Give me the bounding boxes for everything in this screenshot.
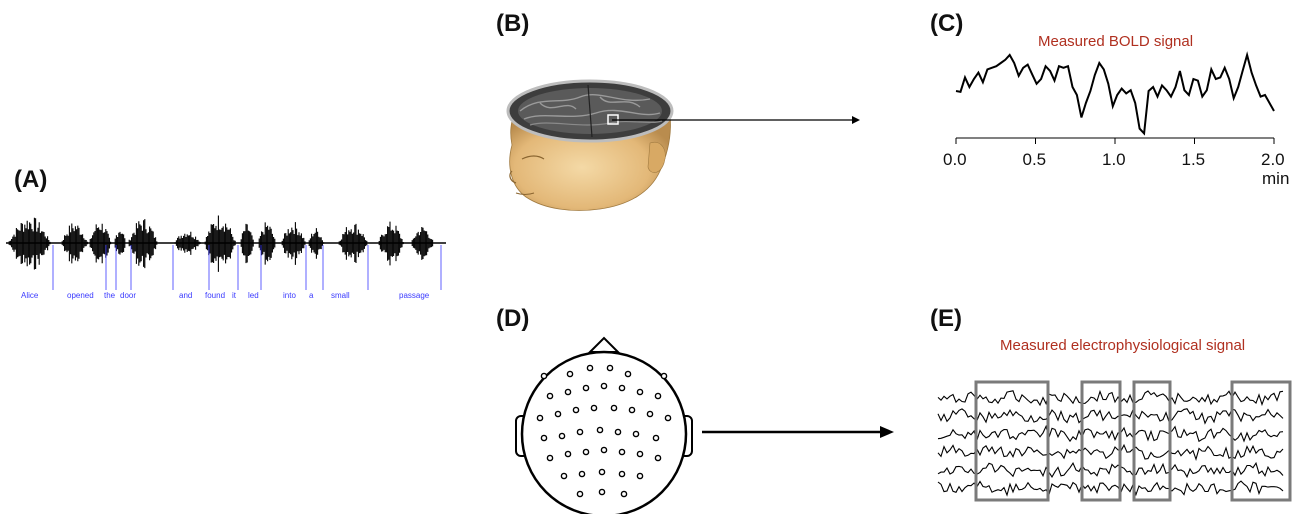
electrode-37 (636, 472, 644, 480)
electrode-grid (536, 364, 672, 498)
eeg-channel-0 (937, 389, 1284, 407)
waveform-burst-path (8, 215, 435, 272)
bold-tick-label-1: 0.5 (1022, 150, 1047, 169)
panel-label-c: (C) (930, 10, 964, 37)
word-label-door: door (120, 291, 137, 300)
word-label-a: a (309, 291, 314, 300)
electrode-30 (618, 448, 626, 456)
electrode-0 (566, 370, 574, 378)
electrode-15 (610, 404, 618, 412)
electrode-5 (564, 388, 572, 396)
eeg-channel-1 (937, 408, 1284, 425)
electrode-19 (540, 434, 548, 442)
electrode-36 (618, 470, 626, 478)
eye-shape (521, 155, 545, 160)
word-label-small: small (331, 291, 350, 300)
electrode-28 (582, 448, 590, 456)
mri-to-bold-arrow (612, 116, 860, 124)
eeg-arrow (702, 426, 894, 438)
electrode-8 (618, 384, 626, 392)
word-label-the: the (104, 291, 116, 300)
electrode-29 (600, 446, 608, 454)
panel-label-d: (D) (496, 305, 530, 332)
electrode-16 (628, 406, 636, 414)
word-label-opened: opened (67, 291, 94, 300)
electrode-20 (558, 432, 566, 440)
bold-tick-label-3: 1.5 (1181, 150, 1206, 169)
electrode-6 (582, 384, 590, 392)
eeg-window-1 (974, 380, 1050, 502)
word-label-into: into (283, 291, 296, 300)
panel-label-b: (B) (496, 10, 530, 37)
bold-tick-label-4: 2.0 (1261, 150, 1285, 169)
eeg-window-3 (1132, 380, 1172, 502)
panel-label-e: (E) (930, 305, 962, 332)
eeg-window-2 (1080, 380, 1122, 502)
electrode-35 (598, 468, 606, 476)
eeg-channel-3 (937, 443, 1284, 462)
electrode-26 (546, 454, 554, 462)
eeg-channel-5 (937, 480, 1284, 497)
electrode-32 (654, 454, 662, 462)
bold-chart-title: Measured BOLD signal (1038, 33, 1194, 50)
electrode-40 (620, 490, 628, 498)
electrode-7 (600, 382, 608, 390)
word-label-found: found (205, 291, 226, 300)
electrode-42 (660, 372, 668, 380)
electrode-14 (590, 404, 598, 412)
electrode-4 (546, 392, 554, 400)
nose-marker (587, 336, 621, 353)
bold-series-line (955, 51, 1275, 136)
electrode-41 (540, 372, 548, 380)
ear-shape (647, 141, 666, 173)
panel-label-a: (A) (14, 166, 48, 193)
bold-tick-label-2: 1.0 (1102, 150, 1126, 169)
eeg-electrode-head (515, 336, 693, 514)
eeg-traces (937, 380, 1292, 502)
electrode-3 (624, 370, 632, 378)
electrode-23 (614, 428, 622, 436)
electrode-13 (572, 406, 580, 414)
electrode-1 (586, 364, 594, 372)
electrode-2 (606, 364, 614, 372)
electrode-18 (664, 414, 672, 422)
electrode-27 (564, 450, 572, 458)
bold-tick-label-0: 0.0 (943, 150, 967, 169)
word-label-and: and (179, 291, 193, 300)
electrode-39 (598, 488, 606, 496)
nose-shape (509, 170, 517, 184)
word-label-passage: passage (399, 291, 430, 300)
eeg-chart-title: Measured electrophysiological signal (1000, 337, 1246, 354)
electrode-21 (576, 428, 584, 436)
eeg-channel-lines (937, 389, 1284, 497)
word-markers (52, 245, 442, 290)
electrode-34 (578, 470, 586, 478)
bold-unit-label: min (1262, 169, 1290, 188)
speech-waveform (6, 215, 446, 290)
electrode-10 (654, 392, 662, 400)
eeg-channel-2 (937, 424, 1284, 443)
electrode-33 (560, 472, 568, 480)
electrode-22 (596, 426, 604, 434)
electrode-17 (646, 410, 654, 418)
electrode-12 (554, 410, 562, 418)
word-label-alice: Alice (21, 291, 39, 300)
mouth-shape (515, 192, 535, 195)
electrode-25 (652, 434, 660, 442)
electrode-31 (636, 450, 644, 458)
eeg-channel-4 (937, 461, 1284, 479)
electrode-9 (636, 388, 644, 396)
eeg-window-4 (1230, 380, 1292, 502)
word-label-it: it (232, 291, 236, 300)
electrode-11 (536, 414, 544, 422)
waveform-bursts (8, 215, 435, 272)
electrode-38 (576, 490, 584, 498)
mri-head-illustration (506, 79, 674, 211)
electrode-24 (632, 430, 640, 438)
word-label-led: led (248, 291, 259, 300)
bold-line-chart (955, 51, 1275, 144)
